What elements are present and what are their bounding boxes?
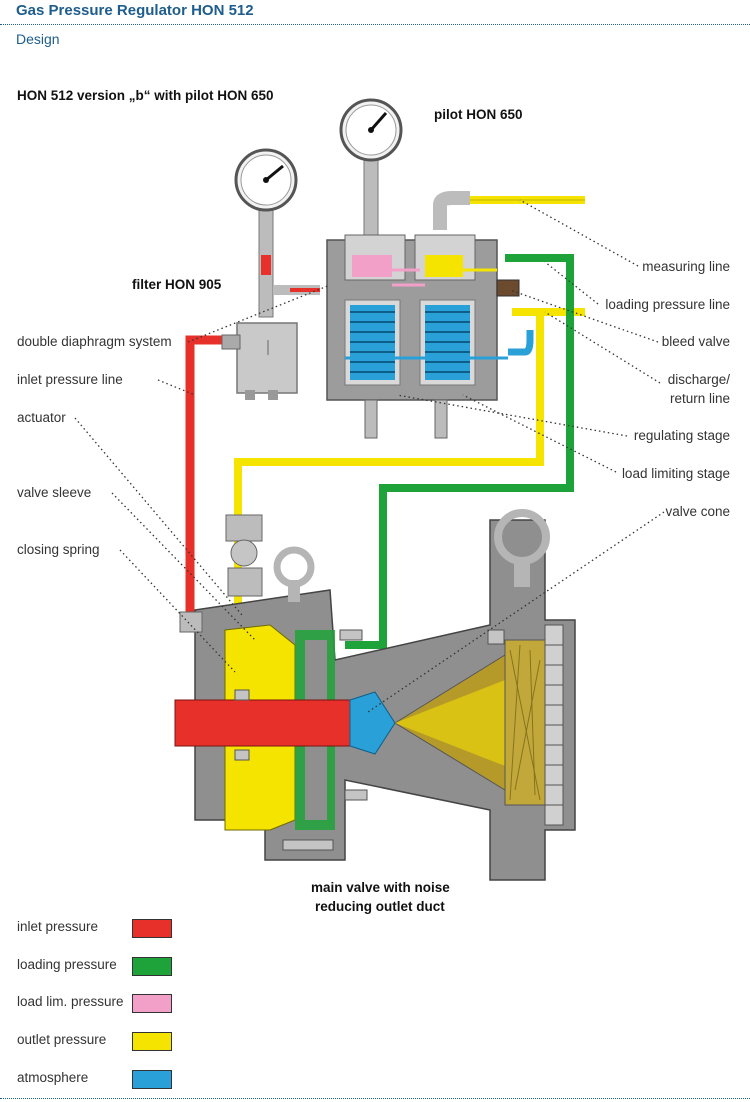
legend-label: load lim. pressure <box>17 994 124 1009</box>
label-inlet-line: inlet pressure line <box>17 372 123 387</box>
label-discharge-line1: discharge/ <box>667 372 730 387</box>
page-subtitle: Design <box>16 31 60 47</box>
atmosphere-tube <box>508 330 534 356</box>
label-load-limiting-stage: load limiting stage <box>621 466 730 481</box>
legend-label: outlet pressure <box>17 1032 107 1047</box>
legend-swatch <box>132 994 172 1013</box>
inlet-pressure-tube <box>185 335 222 620</box>
legend-swatch <box>132 919 172 938</box>
label-bleed-valve: bleed valve <box>661 334 730 349</box>
pressure-gauge-left <box>234 148 298 212</box>
label-double-diaphragm: double diaphragm system <box>17 334 172 349</box>
label-discharge-line2: return line <box>669 391 730 406</box>
legend-label: inlet pressure <box>17 919 99 934</box>
legend-swatch <box>132 1032 172 1051</box>
label-measuring-line: measuring line <box>642 259 730 274</box>
legend-label: atmosphere <box>17 1070 89 1085</box>
page-title: Gas Pressure Regulator HON 512 <box>16 2 254 19</box>
pilot-hon-650 <box>326 234 520 439</box>
label-loading-line: loading pressure line <box>605 297 730 312</box>
filter-heading: filter HON 905 <box>132 277 222 292</box>
footer-divider <box>0 1098 750 1099</box>
legend-swatch <box>132 1070 172 1089</box>
label-regulating-stage: regulating stage <box>633 428 730 443</box>
filter-hon-905 <box>221 322 298 400</box>
leader-lines <box>74 199 665 713</box>
pilot-heading: pilot HON 650 <box>434 107 523 122</box>
label-closing-spring: closing spring <box>17 542 100 557</box>
pressure-gauge-right <box>339 98 403 162</box>
main-valve-heading-line1: main valve with noise <box>311 880 450 895</box>
legend-swatch <box>132 957 172 976</box>
label-valve-cone: valve cone <box>665 504 730 519</box>
loading-pressure-tube <box>345 254 574 649</box>
label-actuator: actuator <box>17 410 66 425</box>
main-valve <box>174 509 576 881</box>
main-valve-heading-line2: reducing outlet duct <box>315 899 445 914</box>
header-divider <box>0 24 750 25</box>
version-heading: HON 512 version „b“ with pilot HON 650 <box>17 88 274 103</box>
label-valve-sleeve: valve sleeve <box>17 485 92 500</box>
legend-label: loading pressure <box>17 957 117 972</box>
